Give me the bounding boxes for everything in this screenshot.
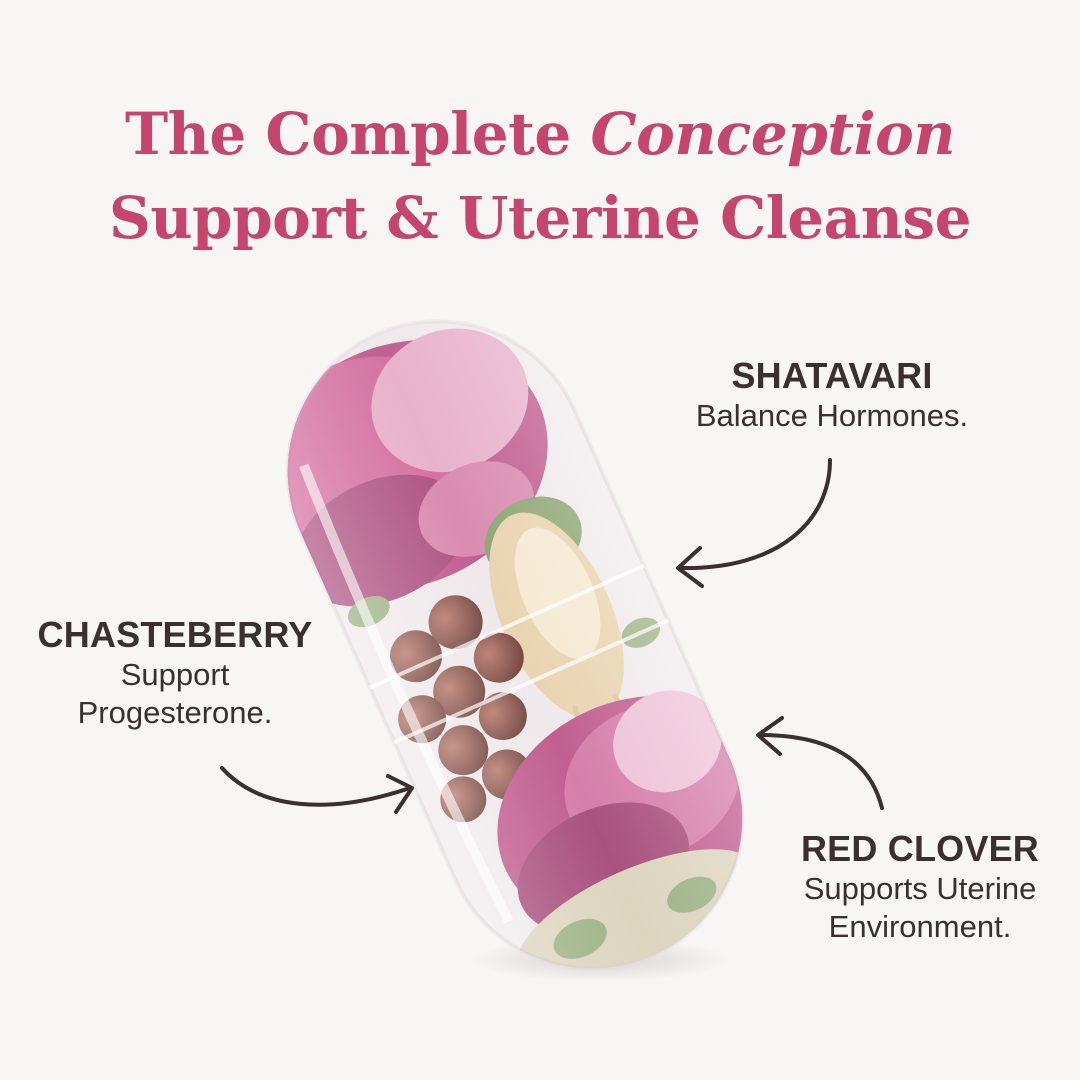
arrow-to-chasteberry: [220, 766, 414, 814]
shatavari-title: SHATAVARI: [731, 355, 933, 396]
capsule-shell: [285, 319, 745, 971]
chasteberry-description-line-1: Support: [120, 657, 230, 692]
arrow-to-red-clover: [756, 716, 884, 810]
callout-shatavari: SHATAVARI Balance Hormones.: [672, 355, 992, 435]
red-clover-description-line-1: Supports Uterine: [803, 871, 1037, 906]
capsule-highlight: [299, 463, 514, 924]
callout-red-clover: RED CLOVER Supports Uterine Environment.: [780, 828, 1060, 946]
capsule-seam: [369, 563, 645, 690]
headline-prefix: The Complete: [125, 100, 591, 168]
headline-line-2: Support & Uterine Cleanse: [109, 184, 971, 252]
shatavari-description: Balance Hormones.: [695, 398, 969, 433]
capsule-seam: [393, 618, 670, 745]
chasteberry-title: CHASTEBERRY: [37, 614, 313, 655]
headline-line-1: The Complete Conception: [0, 92, 1080, 176]
headline-italic-word: Conception: [590, 100, 956, 168]
headline: The Complete Conception Support & Uterin…: [0, 92, 1080, 260]
chasteberry-description-line-2: Progesterone.: [77, 695, 273, 730]
red-clover-title: RED CLOVER: [800, 828, 1040, 869]
arrow-to-shatavari: [676, 458, 832, 588]
red-clover-description-line-2: Environment.: [828, 909, 1012, 944]
callout-chasteberry: CHASTEBERRY Support Progesterone.: [20, 614, 330, 732]
